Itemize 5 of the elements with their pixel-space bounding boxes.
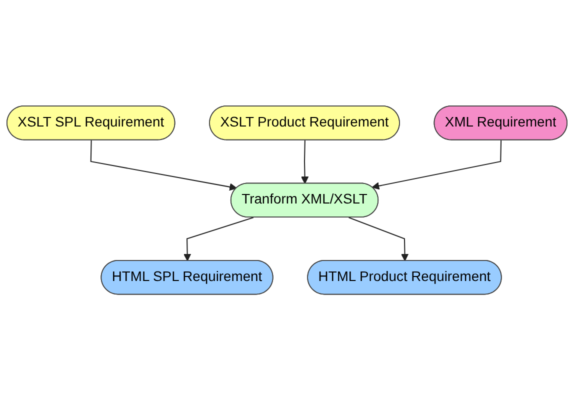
arrow — [184, 216, 254, 262]
arrow — [372, 140, 502, 190]
arrow — [90, 140, 237, 191]
arrow — [300, 140, 309, 184]
arrow — [348, 216, 409, 262]
